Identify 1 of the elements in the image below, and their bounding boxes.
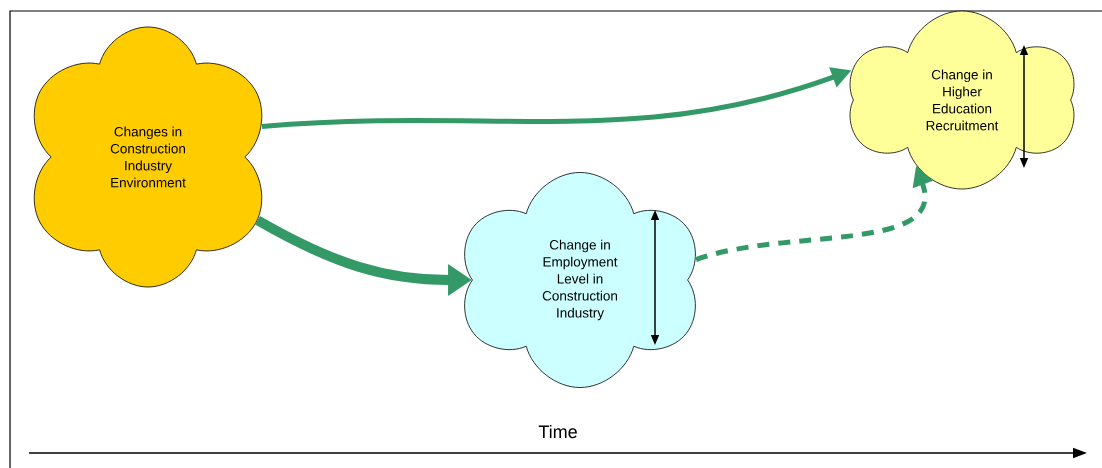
axis-label: Time bbox=[538, 424, 577, 439]
